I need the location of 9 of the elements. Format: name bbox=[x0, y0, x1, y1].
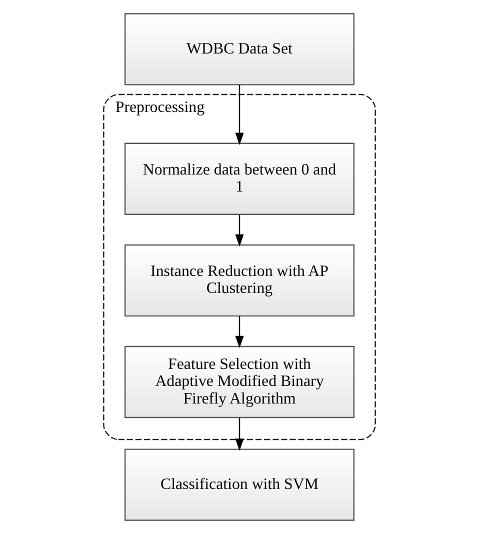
node-box: WDBC Data Set bbox=[124, 13, 355, 86]
arrow bbox=[235, 214, 244, 247]
arrow bbox=[235, 316, 244, 348]
node-box: Classification with SVM bbox=[124, 448, 355, 521]
arrow bbox=[235, 84, 244, 146]
arrow bbox=[235, 418, 244, 451]
node-box: Normalize data between 0 and 1 bbox=[124, 142, 355, 215]
node-box: Feature Selection with Adaptive Modified Binary Firefly Algorithm bbox=[124, 346, 355, 418]
node-box: Instance Reduction with AP Clustering bbox=[124, 244, 355, 317]
